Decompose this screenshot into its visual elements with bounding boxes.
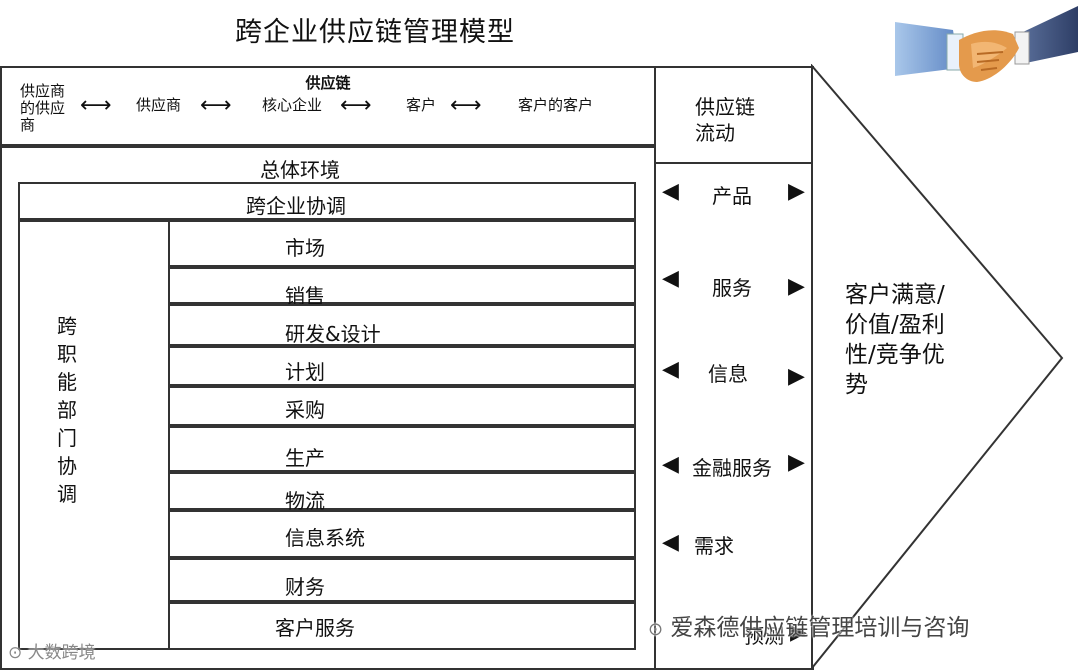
function-row xyxy=(168,220,636,267)
supply-chain-row xyxy=(0,66,656,146)
chat-bubble-icon: ⊙ xyxy=(8,643,23,663)
flow-service: 服务 xyxy=(712,276,752,300)
function-procurement: 采购 xyxy=(285,398,325,422)
function-logistics: 物流 xyxy=(285,489,325,513)
flow-product: 产品 xyxy=(712,184,752,208)
cross-function-label: 跨职能部门协调 xyxy=(57,314,77,506)
function-row xyxy=(168,602,636,650)
handshake-icon xyxy=(895,6,1078,82)
function-market: 市场 xyxy=(285,236,325,260)
flow-header: 供应链流动 xyxy=(695,95,755,145)
function-information-systems: 信息系统 xyxy=(285,526,365,550)
arrow-right-icon: ▶ xyxy=(790,620,807,645)
double-arrow-icon: ⟷ xyxy=(80,93,112,118)
flow-column xyxy=(654,66,814,670)
arrow-left-icon: ◀ xyxy=(662,530,679,555)
arrow-left-icon: ◀ xyxy=(662,357,679,382)
arrow-right-icon: ▶ xyxy=(788,274,805,299)
double-arrow-icon: ⟷ xyxy=(450,93,482,118)
flow-information: 信息 xyxy=(708,362,748,386)
double-arrow-icon: ⟷ xyxy=(340,93,372,118)
node-supplier: 供应商 xyxy=(136,96,182,114)
page-title: 跨企业供应链管理模型 xyxy=(235,17,515,48)
arrow-right-icon: ▶ xyxy=(788,179,805,204)
function-finance: 财务 xyxy=(285,575,325,599)
double-arrow-icon: ⟷ xyxy=(200,93,232,118)
function-production: 生产 xyxy=(285,446,325,470)
arrow-left-icon: ◀ xyxy=(662,266,679,291)
node-core-enterprise: 核心企业 xyxy=(262,96,323,114)
function-row xyxy=(168,346,636,386)
environment-label: 总体环境 xyxy=(260,158,340,182)
outcome-label: 客户满意/价值/盈利性/竞争优势 xyxy=(845,282,945,398)
watermark-right: ⊙ 爱森德供应链管理培训与咨询 xyxy=(648,608,969,642)
watermark-left: ⊙ 大数跨境 xyxy=(8,638,96,663)
arrow-left-icon: ◀ xyxy=(662,179,679,204)
function-row xyxy=(168,386,636,426)
node-supplier-of-supplier: 供应商的供应商 xyxy=(20,82,66,134)
cross-function-box xyxy=(18,220,170,650)
function-planning: 计划 xyxy=(285,360,325,384)
arrow-left-icon: ◀ xyxy=(662,452,679,477)
flow-forecast: 预测 xyxy=(744,624,784,648)
node-customer-of-customer: 客户的客户 xyxy=(518,96,594,114)
wechat-icon: ⊙ xyxy=(648,619,664,640)
flow-financial-service: 金融服务 xyxy=(692,456,772,480)
flow-divider xyxy=(654,162,812,164)
node-customer: 客户 xyxy=(406,96,437,114)
watermark-right-text: 爱森德供应链管理培训与咨询 xyxy=(670,615,970,641)
function-row xyxy=(168,267,636,304)
arrow-right-icon: ▶ xyxy=(788,364,805,389)
function-row xyxy=(168,304,636,346)
cross-enterprise-label: 跨企业协调 xyxy=(246,194,346,218)
function-customer-service: 客户服务 xyxy=(275,616,355,640)
supply-chain-label: 供应链 xyxy=(305,74,351,92)
function-row xyxy=(168,426,636,472)
function-rnd-design: 研发&设计 xyxy=(285,322,381,346)
function-row xyxy=(168,472,636,510)
function-row xyxy=(168,510,636,558)
watermark-left-text: 大数跨境 xyxy=(27,643,96,663)
outcome-arrow xyxy=(811,64,1064,670)
function-row xyxy=(168,558,636,602)
flow-demand: 需求 xyxy=(694,534,734,558)
arrow-right-icon: ▶ xyxy=(788,450,805,475)
cross-enterprise-box xyxy=(18,182,636,220)
